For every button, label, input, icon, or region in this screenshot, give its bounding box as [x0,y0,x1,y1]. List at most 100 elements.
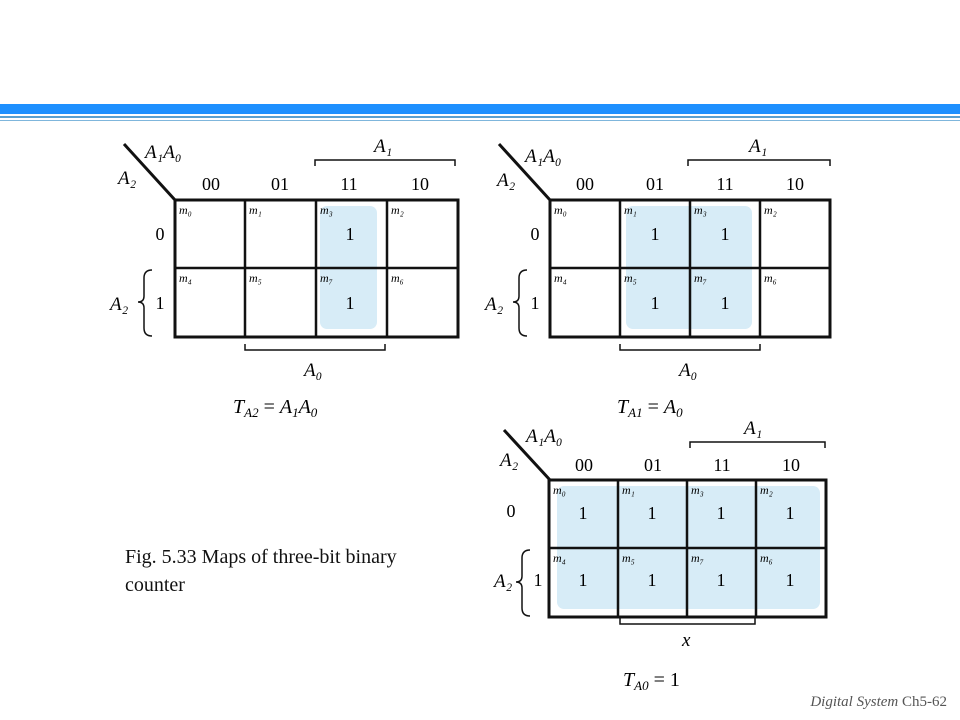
minterm-label: m₅ [624,271,637,285]
column-header: 10 [786,174,804,194]
column-header: 01 [646,174,664,194]
minterm-label: m₄ [554,271,567,285]
cell-value: 1 [579,570,588,590]
row-header: 0 [156,224,165,244]
minterm-label: m₄ [553,551,566,565]
cell-value: 1 [717,503,726,523]
minterm-label: m₅ [622,551,635,565]
caption-line-2: counter [125,574,185,596]
minterm-label: m₀ [553,483,566,497]
column-header: 00 [576,174,594,194]
row-header: 1 [534,570,543,590]
column-header: 00 [575,455,593,475]
minterm-label: m₂ [391,203,404,217]
column-header: 10 [411,174,429,194]
column-group-label: A₁ [742,418,762,439]
cell-value: 1 [717,570,726,590]
minterm-label: m₃ [694,203,707,217]
minterm-label: m₆ [764,271,777,285]
kmap-ta1: A₁A₀ A₂ A₁ 00 01 11 10 0 1 A₂ m₀ m₁ m₃ m… [475,130,855,425]
bottom-group-brace [619,344,761,351]
column-header: 10 [782,455,800,475]
kmap-equation: TA0 = 1 [623,669,680,693]
minterm-label: m₇ [691,551,704,565]
column-group-label: A₁ [372,136,392,157]
column-header: 00 [202,174,220,194]
kmap-vars-top: A₁A₀ [143,142,181,163]
row-group-brace [515,549,531,617]
header-line [0,120,960,121]
column-group-brace [687,159,831,166]
cell-value: 1 [786,570,795,590]
column-header: 11 [716,174,733,194]
row-group-label: A₂ [492,571,513,592]
column-header: 11 [340,174,357,194]
kmap-diagonal [497,142,552,202]
cell-value: 1 [651,224,660,244]
minterm-label: m₇ [320,271,333,285]
kmap-equation: TA2 = A1A0 [233,396,318,420]
minterm-label: m₂ [764,203,777,217]
kmap-diagonal [122,142,177,202]
figure-caption: Fig. 5.33 Maps of three-bit binary count… [125,543,485,599]
minterm-label: m₂ [760,483,773,497]
kmap-vars-top: A₁A₀ [524,426,562,447]
kmap-var-left: A₂ [495,170,516,191]
column-header: 01 [271,174,289,194]
minterm-label: m₁ [249,203,262,217]
kmap-ta1-svg: A₁A₀ A₂ A₁ 00 01 11 10 0 1 A₂ m₀ m₁ m₃ m… [483,136,832,420]
footer-page: Ch5-62 [902,694,947,710]
minterm-label: m₁ [622,483,635,497]
footer-course: Digital System [810,694,899,710]
kmap-equation: TA1 = A0 [617,396,683,420]
header-bar [0,104,960,114]
minterm-label: m₀ [554,203,567,217]
cell-value: 1 [721,293,730,313]
cell-value: 1 [346,224,355,244]
minterm-label: m₆ [760,551,773,565]
column-group-label: A₁ [747,136,767,157]
kmap-var-left: A₂ [498,450,519,471]
cell-value: 1 [648,503,657,523]
cell-value: 1 [648,570,657,590]
minterm-label: m₄ [179,271,192,285]
slide-footer: Digital System Ch5-62 [810,694,947,711]
minterm-label: m₇ [694,271,707,285]
row-header: 1 [156,293,165,313]
minterm-label: m₃ [320,203,333,217]
bottom-group-label: A₀ [302,360,322,381]
kmap-diagonal [502,428,552,482]
cell-value: 1 [651,293,660,313]
bottom-group-brace [244,344,386,351]
row-header: 0 [507,501,516,521]
column-header: 11 [713,455,730,475]
kmap-ta0-svg: A₁A₀ A₂ A₁ 00 01 11 10 0 1 A₂ m₀ m₁ m₃ m… [492,418,828,693]
caption-line-1: Fig. 5.33 Maps of three-bit binary [125,546,397,568]
kmap-vars-top: A₁A₀ [523,146,561,167]
minterm-label: m₅ [249,271,262,285]
row-group-brace [137,269,153,337]
minterm-label: m₃ [691,483,704,497]
column-header: 01 [644,455,662,475]
kmap-ta0: A₁A₀ A₂ A₁ 00 01 11 10 0 1 A₂ m₀ m₁ m₃ m… [480,410,860,695]
bottom-group-label: x [681,630,691,651]
minterm-label: m₀ [179,203,192,217]
cell-value: 1 [721,224,730,244]
column-group-brace [689,441,826,448]
row-group-label: A₂ [483,294,504,315]
minterm-label: m₁ [624,203,637,217]
bottom-group-label: A₀ [677,360,697,381]
bottom-group-brace [619,618,756,625]
header-line [0,116,960,118]
cell-value: 1 [786,503,795,523]
row-header: 1 [531,293,540,313]
kmap-var-left: A₂ [116,168,137,189]
cell-value: 1 [346,293,355,313]
row-group-brace [512,269,528,337]
kmap-ta2-svg: A₁A₀ A₂ A₁ 00 01 11 10 0 1 A₂ m₀ [108,136,460,420]
column-group-brace [314,159,456,166]
row-header: 0 [531,224,540,244]
kmap-ta2: A₁A₀ A₂ A₁ 00 01 11 10 0 1 A₂ m₀ [100,130,480,425]
minterm-label: m₆ [391,271,404,285]
